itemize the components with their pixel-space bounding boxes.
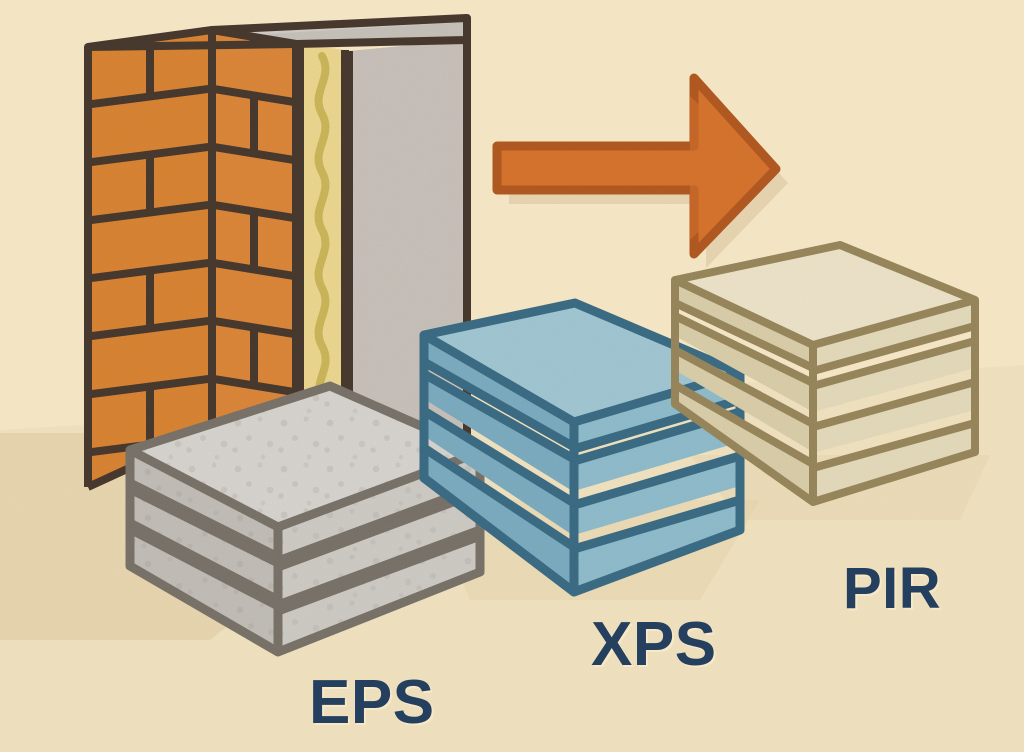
xps-front-slab-1 bbox=[574, 373, 740, 449]
pir-side-slab-1 bbox=[675, 280, 813, 368]
pir-side-slab-4 bbox=[675, 385, 813, 500]
pir-front-slab-3 bbox=[813, 382, 975, 453]
wall-face-brick-left bbox=[88, 30, 212, 487]
wall-cutaway bbox=[84, 14, 471, 496]
xps-side-slab-4 bbox=[424, 448, 574, 590]
pir-front-slab-1 bbox=[813, 300, 975, 371]
block-pir bbox=[671, 241, 979, 506]
insulation-squiggle bbox=[314, 52, 330, 404]
xps-front-slab-3 bbox=[574, 456, 740, 535]
brick-courses-left bbox=[88, 38, 212, 457]
label-xps: XPS bbox=[591, 610, 717, 679]
xps-side-slab-2 bbox=[424, 374, 574, 492]
block-xps bbox=[419, 298, 745, 597]
pir-side-slab-2 bbox=[675, 316, 813, 412]
xps-front-slab-4 bbox=[574, 500, 740, 592]
label-eps: EPS bbox=[309, 668, 435, 737]
label-pir: PIR bbox=[843, 556, 942, 621]
xps-front-slab-2 bbox=[574, 412, 740, 491]
block-eps bbox=[125, 381, 485, 657]
process-arrow bbox=[492, 73, 788, 268]
pir-front-slab-4 bbox=[813, 423, 975, 502]
pir-side-slab-3 bbox=[675, 350, 813, 452]
pir-front-slab-2 bbox=[813, 341, 975, 412]
xps-side-slab-1 bbox=[424, 335, 574, 447]
xps-side-slab-3 bbox=[424, 411, 574, 536]
